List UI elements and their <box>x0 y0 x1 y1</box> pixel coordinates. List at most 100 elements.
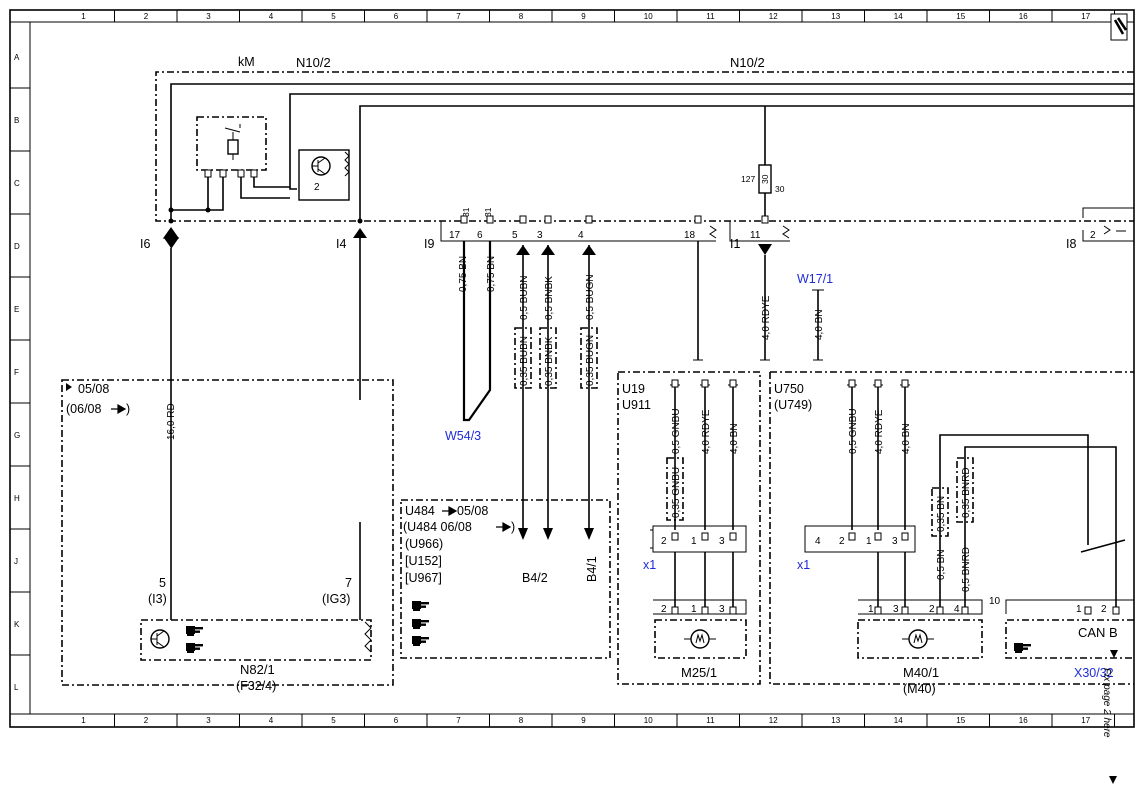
svg-text:0,5 BUBN: 0,5 BUBN <box>519 276 530 320</box>
pin-mark <box>671 606 679 615</box>
svg-text:x1: x1 <box>643 558 656 572</box>
svg-text:10: 10 <box>989 596 1001 607</box>
svg-text:x1: x1 <box>797 558 810 572</box>
svg-text:(F32/4): (F32/4) <box>236 679 276 693</box>
pin-mark <box>1084 606 1092 615</box>
grid-col-label: 1 <box>81 12 86 21</box>
hand-pointer-icon <box>186 626 203 636</box>
grid-col-label: 10 <box>644 12 653 21</box>
grid-col-label: 11 <box>706 716 715 725</box>
svg-text:4,0 RDYE: 4,0 RDYE <box>874 409 885 454</box>
svg-text:1: 1 <box>866 536 872 547</box>
svg-text:): ) <box>126 402 130 416</box>
svg-text:B4/2: B4/2 <box>522 571 548 585</box>
grid-col-label: 7 <box>456 12 461 21</box>
svg-text:0,5 GNBU: 0,5 GNBU <box>848 408 859 454</box>
grid-col-label: 12 <box>769 716 778 725</box>
pin-mark <box>874 532 882 541</box>
drawing-frame: 1122334455667788991010111112121313141415… <box>9 9 1135 728</box>
grid-col-label: 7 <box>456 716 461 725</box>
grid-col-label: 16 <box>1019 716 1028 725</box>
box-u484: U484 05/08 (U484 06/08 ) (U966) [U152] [… <box>400 499 611 659</box>
svg-text:3: 3 <box>719 536 725 547</box>
pin-mark <box>486 215 494 224</box>
pin-mark <box>671 532 679 541</box>
km-tag: kM <box>238 55 255 69</box>
grid-col-label: 3 <box>206 716 211 725</box>
svg-text:11: 11 <box>750 230 761 241</box>
pin-mark <box>874 379 882 388</box>
grid-row-label: J <box>14 557 18 566</box>
grid-col-label: 17 <box>1081 12 1090 21</box>
module-name-right: N10/2 <box>730 55 765 70</box>
svg-text:2: 2 <box>1090 230 1096 241</box>
grid-col-label: 4 <box>269 716 274 725</box>
pin-mark <box>585 215 593 224</box>
grid-col-label: 13 <box>831 716 840 725</box>
grid-row-label: A <box>14 53 20 62</box>
svg-text:4: 4 <box>815 536 821 547</box>
svg-text:0,35 BN: 0,35 BN <box>936 496 947 532</box>
svg-text:(U484 06/08: (U484 06/08 <box>403 520 472 534</box>
svg-text:M40/1: M40/1 <box>903 665 939 680</box>
svg-text:3: 3 <box>719 604 725 615</box>
grid-row-label: L <box>14 683 19 692</box>
svg-text:): ) <box>511 520 515 534</box>
svg-text:(I3): (I3) <box>148 592 167 606</box>
svg-text:0,5 BN: 0,5 BN <box>936 549 947 580</box>
grid-col-label: 3 <box>206 12 211 21</box>
pin-mark <box>1112 606 1120 615</box>
svg-text:0,35 BUGN: 0,35 BUGN <box>585 335 596 386</box>
connector-i1: I1 <box>730 237 740 251</box>
hand-pointer-icon <box>186 643 203 653</box>
pin-mark <box>848 532 856 541</box>
svg-text:4,0 BN: 4,0 BN <box>814 309 825 340</box>
svg-text:U19: U19 <box>622 382 645 396</box>
svg-text:1: 1 <box>691 536 697 547</box>
svg-text:0,35 GNBU: 0,35 GNBU <box>671 467 682 518</box>
svg-text:4: 4 <box>954 604 960 615</box>
svg-text:(IG3): (IG3) <box>322 592 350 606</box>
svg-text:CAN B: CAN B <box>1078 625 1118 640</box>
svg-text:3: 3 <box>537 230 543 241</box>
svg-text:B4/1: B4/1 <box>585 556 599 582</box>
grid-col-label: 12 <box>769 12 778 21</box>
svg-text:U911: U911 <box>622 398 651 412</box>
grid-col-label: 11 <box>706 12 715 21</box>
svg-text:31: 31 <box>483 207 493 217</box>
svg-text:05/08: 05/08 <box>457 504 488 518</box>
svg-text:2: 2 <box>661 536 667 547</box>
grid-col-label: 13 <box>831 12 840 21</box>
pin-mark <box>544 215 552 224</box>
svg-text:1: 1 <box>691 604 697 615</box>
box-n82-1: 05/08 (06/08 ) 5 (I3) 7 (IG3) N82/1 (F32… <box>61 379 394 693</box>
svg-text:U484: U484 <box>405 504 435 518</box>
pin-mark <box>848 379 856 388</box>
svg-text:3: 3 <box>892 536 898 547</box>
svg-text:0,35 BNBK: 0,35 BNBK <box>544 336 555 386</box>
grid-row-label: D <box>14 242 20 251</box>
svg-text:2: 2 <box>661 604 667 615</box>
connector-strip: 17 6 5 3 4 18 31 31 11 2 I6 I4 I9 I1 I8 <box>140 207 1134 255</box>
box-m40-1: U750 (U749) 0,5 GNBU 4,0 RDYE 4,0 BN 4 2… <box>769 371 1134 696</box>
svg-text:[U152]: [U152] <box>405 554 442 568</box>
grid-row-label: H <box>14 494 20 503</box>
svg-text:N82/1: N82/1 <box>240 662 275 677</box>
svg-text:0,75 BN: 0,75 BN <box>458 256 469 292</box>
pin-mark <box>729 532 737 541</box>
grid-col-label: 5 <box>331 716 336 725</box>
svg-text:6: 6 <box>477 230 483 241</box>
hand-pointer-icon <box>412 636 429 646</box>
pin-mark <box>901 379 909 388</box>
box-m25-1: U19 U911 0,5 GNBU 4,0 RDYE 4,0 BN 0,35 G… <box>617 371 761 685</box>
grid-col-label: 8 <box>519 716 524 725</box>
paperclip-icon <box>1110 13 1128 41</box>
svg-text:31: 31 <box>461 207 471 217</box>
svg-text:18: 18 <box>684 230 696 241</box>
pin-mark <box>701 532 709 541</box>
ground-w17-1: W17/1 <box>797 272 833 286</box>
wire-bundle-i9: 0,75 BN 0,75 BN 16,0 RD W54/3 0,5 BUBN 0… <box>166 238 833 620</box>
pin-mark <box>701 379 709 388</box>
grid-col-label: 9 <box>581 12 586 21</box>
svg-text:(M40): (M40) <box>903 682 936 696</box>
